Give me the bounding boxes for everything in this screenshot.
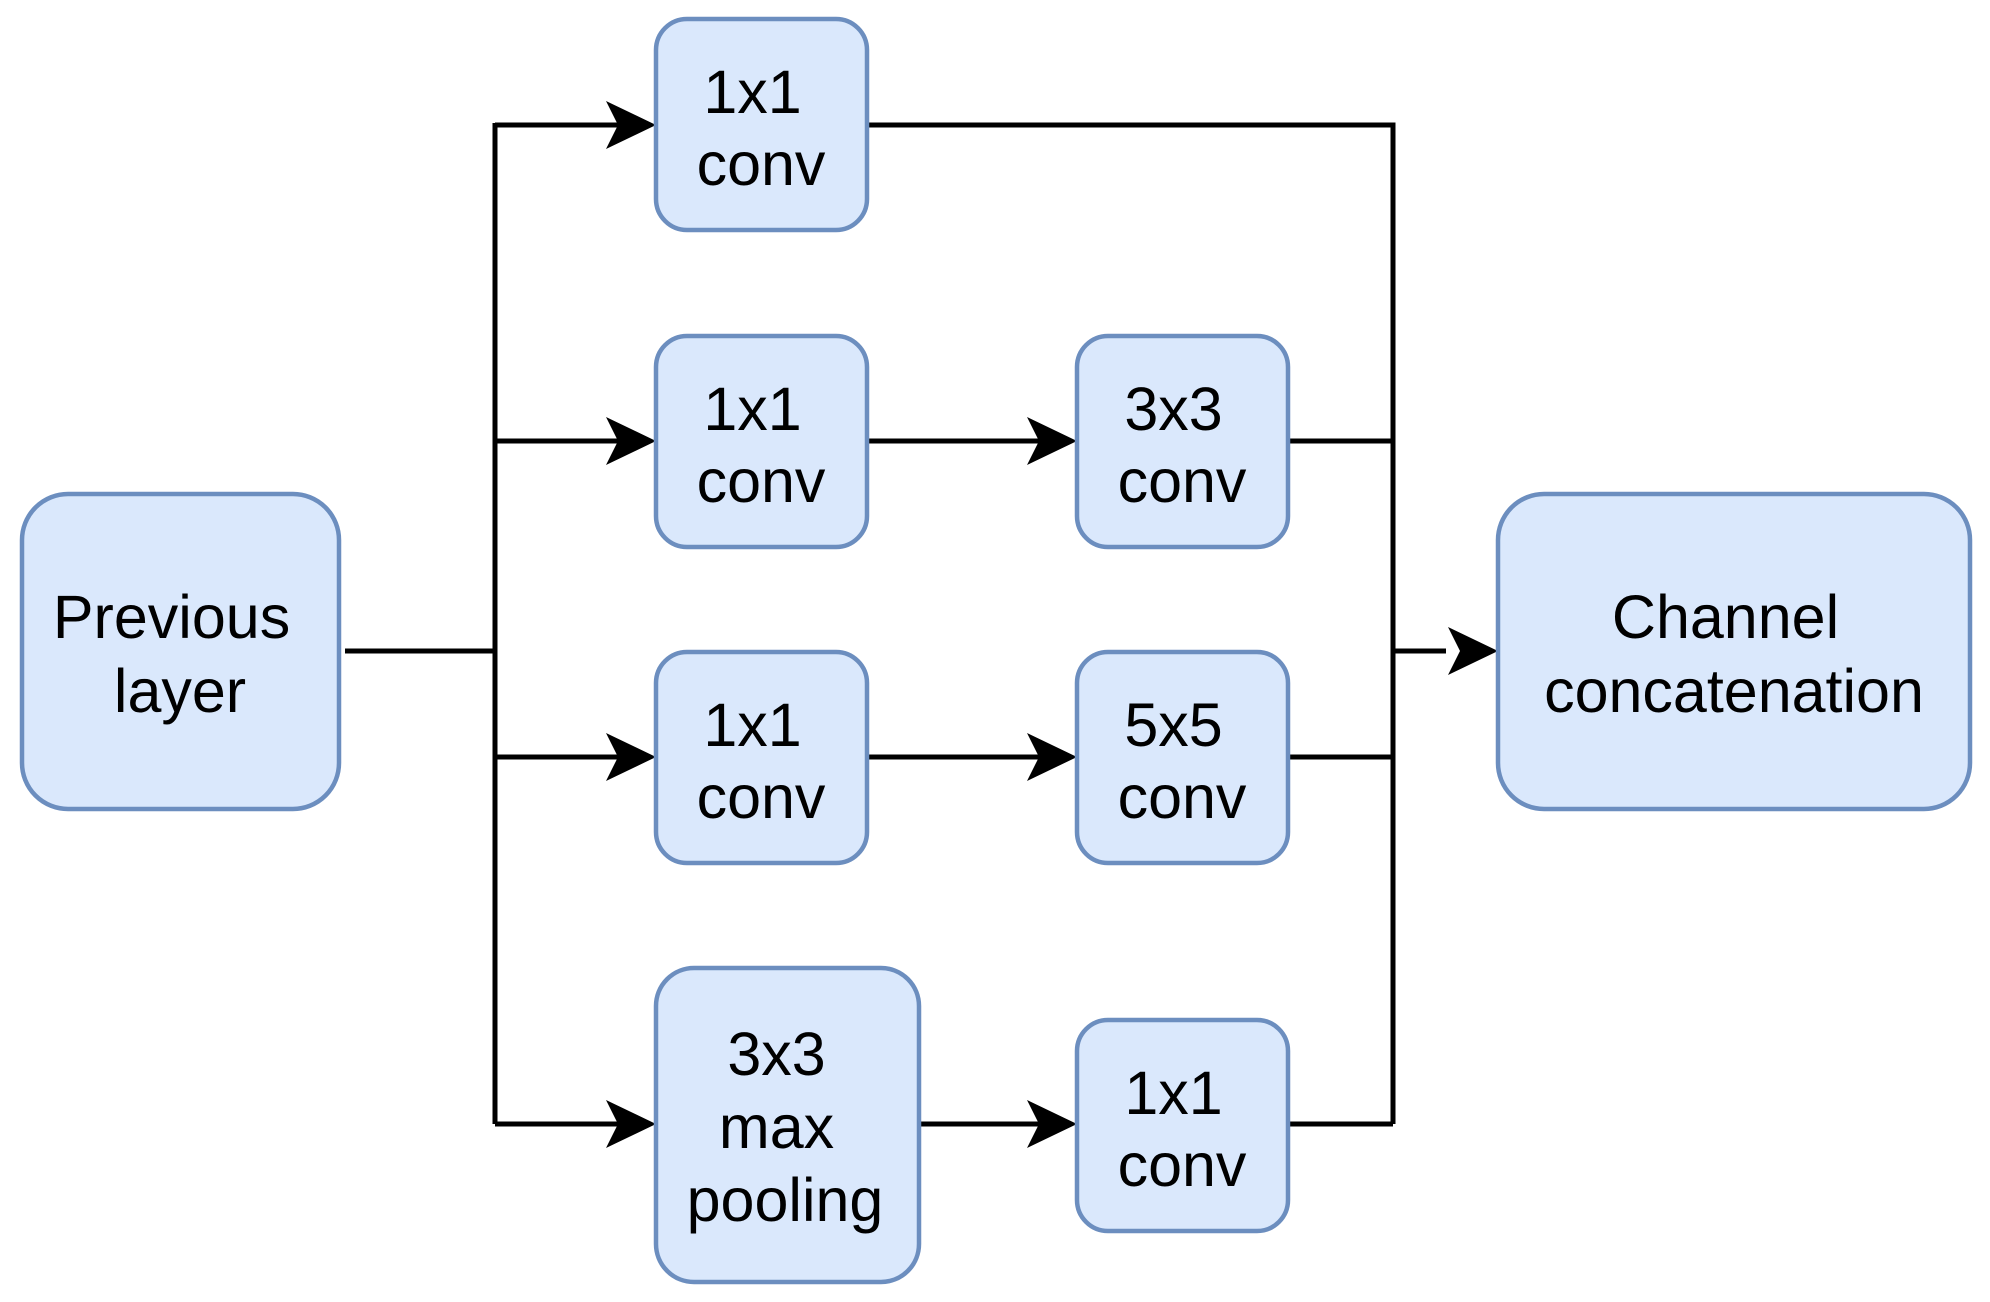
node-channel-concatenation-label: Channel concatenation <box>1544 583 1924 725</box>
node-b1-conv1x1-label: 1x1 conv <box>697 58 826 198</box>
node-b3-conv5x5: 5x5 conv <box>1074 649 1291 866</box>
node-b2-conv1x1: 1x1 conv <box>653 333 870 550</box>
label-line: conv <box>1118 1131 1247 1199</box>
arrowhead-b3-conv1x1 <box>606 733 656 781</box>
node-b3-conv1x1-label: 1x1 conv <box>697 691 826 831</box>
node-b4-conv1x1: 1x1 conv <box>1074 1017 1291 1234</box>
node-b4-maxpool: 3x3 max pooling <box>653 965 922 1285</box>
label-line: conv <box>697 763 826 831</box>
label-line: Channel <box>1612 583 1839 651</box>
label-line: Previous <box>53 583 290 651</box>
edges <box>345 101 1498 1148</box>
node-previous-layer: Previous layer <box>19 491 342 812</box>
label-line: conv <box>697 130 826 198</box>
label-line: concatenation <box>1544 657 1924 725</box>
node-channel-concatenation: Channel concatenation <box>1495 491 1973 812</box>
arrowhead-b2-conv3x3 <box>1027 417 1077 465</box>
node-b1-conv1x1: 1x1 conv <box>653 16 870 233</box>
arrowhead-b4-conv1x1 <box>1027 1100 1077 1148</box>
label-line: 3x3 <box>727 1020 825 1088</box>
label-line: 5x5 <box>1124 691 1222 759</box>
node-previous-layer-label: Previous layer <box>53 583 307 725</box>
node-b3-conv1x1: 1x1 conv <box>653 649 870 866</box>
label-line: conv <box>1118 763 1247 831</box>
node-b2-conv1x1-label: 1x1 conv <box>697 375 826 515</box>
label-line: 1x1 <box>703 691 801 759</box>
label-line: conv <box>697 447 826 515</box>
label-line: 3x3 <box>1124 375 1222 443</box>
label-line: conv <box>1118 447 1247 515</box>
node-b4-conv1x1-label: 1x1 conv <box>1118 1059 1247 1199</box>
label-line: 1x1 <box>1124 1059 1222 1127</box>
label-line: 1x1 <box>703 375 801 443</box>
label-line: layer <box>114 657 246 725</box>
edge-b1-to-merge <box>867 122 1396 1124</box>
node-b4-maxpool-label: 3x3 max pooling <box>687 1020 884 1234</box>
arrowhead-concat <box>1448 627 1498 675</box>
label-line: pooling <box>687 1166 884 1234</box>
arrowhead-b2-conv1x1 <box>606 417 656 465</box>
label-line: 1x1 <box>703 58 801 126</box>
label-line: max <box>719 1093 834 1161</box>
node-b2-conv3x3-label: 3x3 conv <box>1118 375 1247 515</box>
node-b2-conv3x3: 3x3 conv <box>1074 333 1291 550</box>
arrowhead-b4-maxpool <box>606 1100 656 1148</box>
arrowhead-b1-conv1x1 <box>606 101 656 149</box>
arrowhead-b3-conv5x5 <box>1027 733 1077 781</box>
node-b3-conv5x5-label: 5x5 conv <box>1118 691 1247 831</box>
